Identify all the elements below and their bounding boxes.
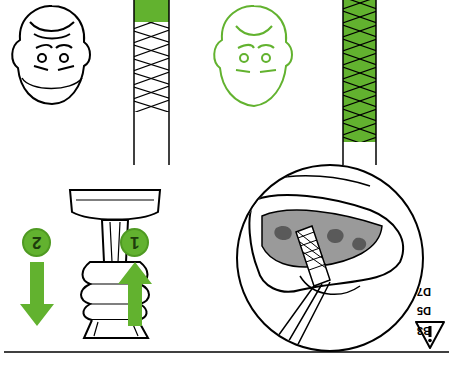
up-arrow bbox=[118, 262, 152, 326]
tube-dirty bbox=[130, 0, 175, 165]
magnifier bbox=[237, 165, 423, 356]
reference-code: B3 bbox=[417, 325, 431, 336]
callout-number: 1 bbox=[130, 234, 139, 251]
reference-code: D5 bbox=[417, 305, 431, 316]
frame-line bbox=[4, 351, 449, 353]
nozzle bbox=[70, 190, 160, 338]
step-number-circle: 2 bbox=[22, 228, 51, 257]
step-number-circle: 1 bbox=[120, 228, 149, 257]
down-arrow bbox=[20, 262, 54, 326]
callout-number: 2 bbox=[32, 234, 41, 251]
reference-code: D7 bbox=[417, 286, 431, 297]
info-symbol bbox=[416, 322, 444, 348]
clean-face bbox=[214, 6, 292, 106]
dirty-face bbox=[12, 6, 90, 104]
tube-clean bbox=[340, 0, 380, 165]
